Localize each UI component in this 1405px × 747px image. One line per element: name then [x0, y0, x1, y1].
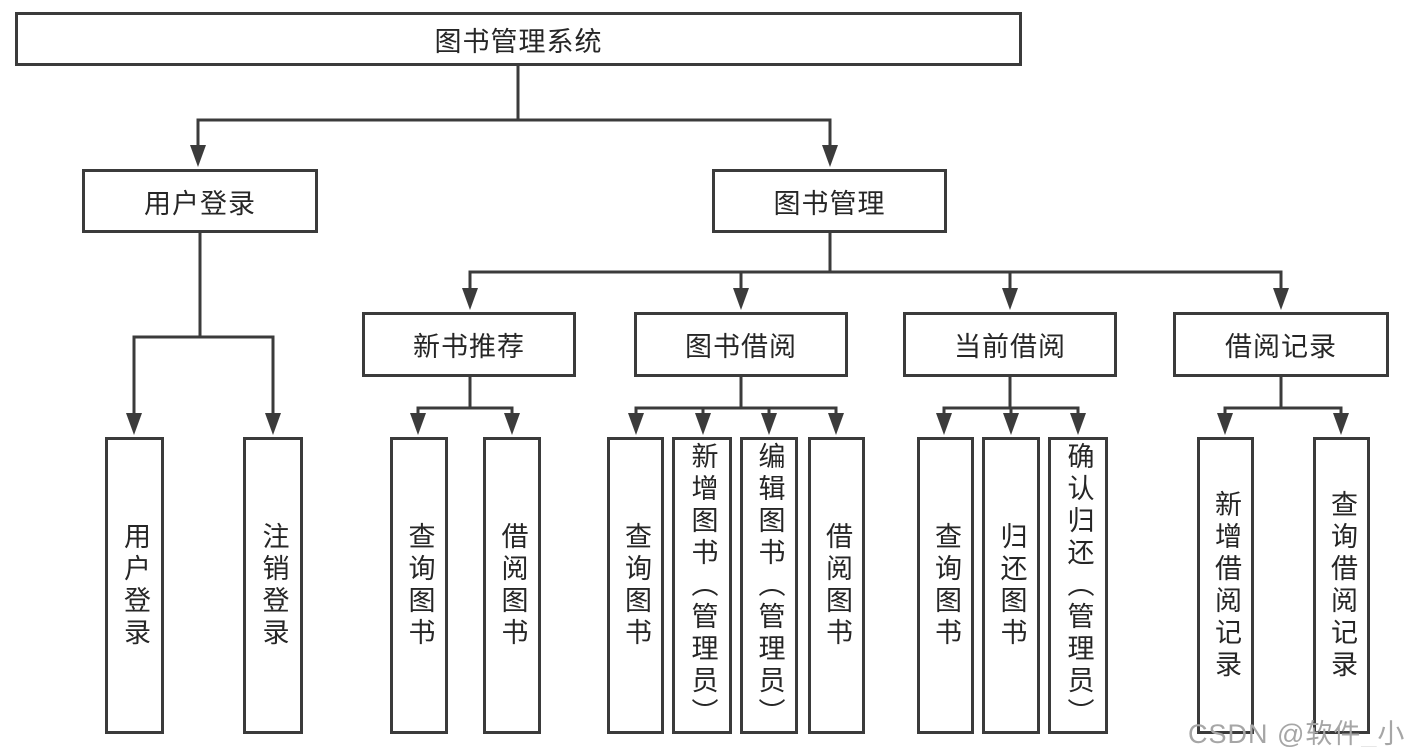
edge-records-rail: [1223, 375, 1343, 417]
arrow-to-user-login: [190, 145, 206, 167]
edge-root-rail: [196, 64, 832, 149]
leaf-label: 注销登录: [258, 521, 289, 650]
edge-recommend-rail: [416, 375, 514, 417]
arrow-to-leaf-logout: [265, 413, 281, 435]
watermark: CSDN @软件_小贺同学: [1188, 719, 1405, 747]
leaf-label: 查询图书: [621, 521, 651, 650]
leaf-label: 新增借阅记录: [1211, 489, 1241, 682]
leaf-confirm-return-admin: 确认归还（管理员）: [1048, 437, 1108, 734]
leaf-return-books: 归还图书: [982, 437, 1040, 734]
node-book-management: 图书管理: [712, 169, 947, 233]
leaf-label: 归还图书: [996, 521, 1027, 650]
leaf-label: 借阅图书: [497, 521, 528, 650]
edge-borrow-rail: [634, 375, 838, 417]
leaf-edit-books-admin: 编辑图书（管理员）: [740, 437, 798, 734]
leaf-logout: 注销登录: [243, 437, 303, 734]
edge-book-management-rail: [468, 231, 1283, 292]
leaf-label: 查询借阅记录: [1327, 489, 1357, 682]
leaf-add-borrow-record: 新增借阅记录: [1197, 437, 1254, 734]
arrow-to-book-management: [822, 145, 838, 167]
leaf-label: 新增图书（管理员）: [687, 441, 718, 730]
arrow-to-book-borrow: [733, 288, 749, 310]
node-current-borrow: 当前借阅: [903, 312, 1117, 377]
node-book-borrow: 图书借阅: [634, 312, 848, 377]
arrow-to-leaf-user-login: [126, 413, 142, 435]
leaf-query-books-borrow: 查询图书: [607, 437, 664, 734]
leaf-label: 查询图书: [404, 521, 435, 650]
edge-current-rail: [942, 375, 1080, 417]
leaf-label: 查询图书: [931, 521, 961, 650]
leaf-add-books-admin: 新增图书（管理员）: [672, 437, 732, 734]
arrow-to-new-book-recommend: [462, 288, 478, 310]
arrow-to-current-borrow: [1002, 288, 1018, 310]
edge-user-login-rail: [132, 231, 275, 417]
node-new-book-recommend: 新书推荐: [362, 312, 576, 377]
node-borrow-records: 借阅记录: [1173, 312, 1389, 377]
leaf-label: 确认归还（管理员）: [1063, 441, 1094, 730]
leaf-borrow-books: 借阅图书: [808, 437, 865, 734]
node-root: 图书管理系统: [15, 12, 1022, 66]
leaf-query-borrow-record: 查询借阅记录: [1313, 437, 1370, 734]
leaf-borrow-books-recommend: 借阅图书: [483, 437, 541, 734]
arrow-to-borrow-records: [1273, 288, 1289, 310]
leaf-user-login: 用户登录: [105, 437, 164, 734]
leaf-query-books-current: 查询图书: [917, 437, 974, 734]
leaf-label: 借阅图书: [822, 521, 852, 650]
leaf-label: 用户登录: [120, 521, 150, 650]
node-user-login: 用户登录: [82, 169, 318, 233]
leaf-label: 编辑图书（管理员）: [754, 441, 785, 730]
leaf-query-books-recommend: 查询图书: [390, 437, 448, 734]
